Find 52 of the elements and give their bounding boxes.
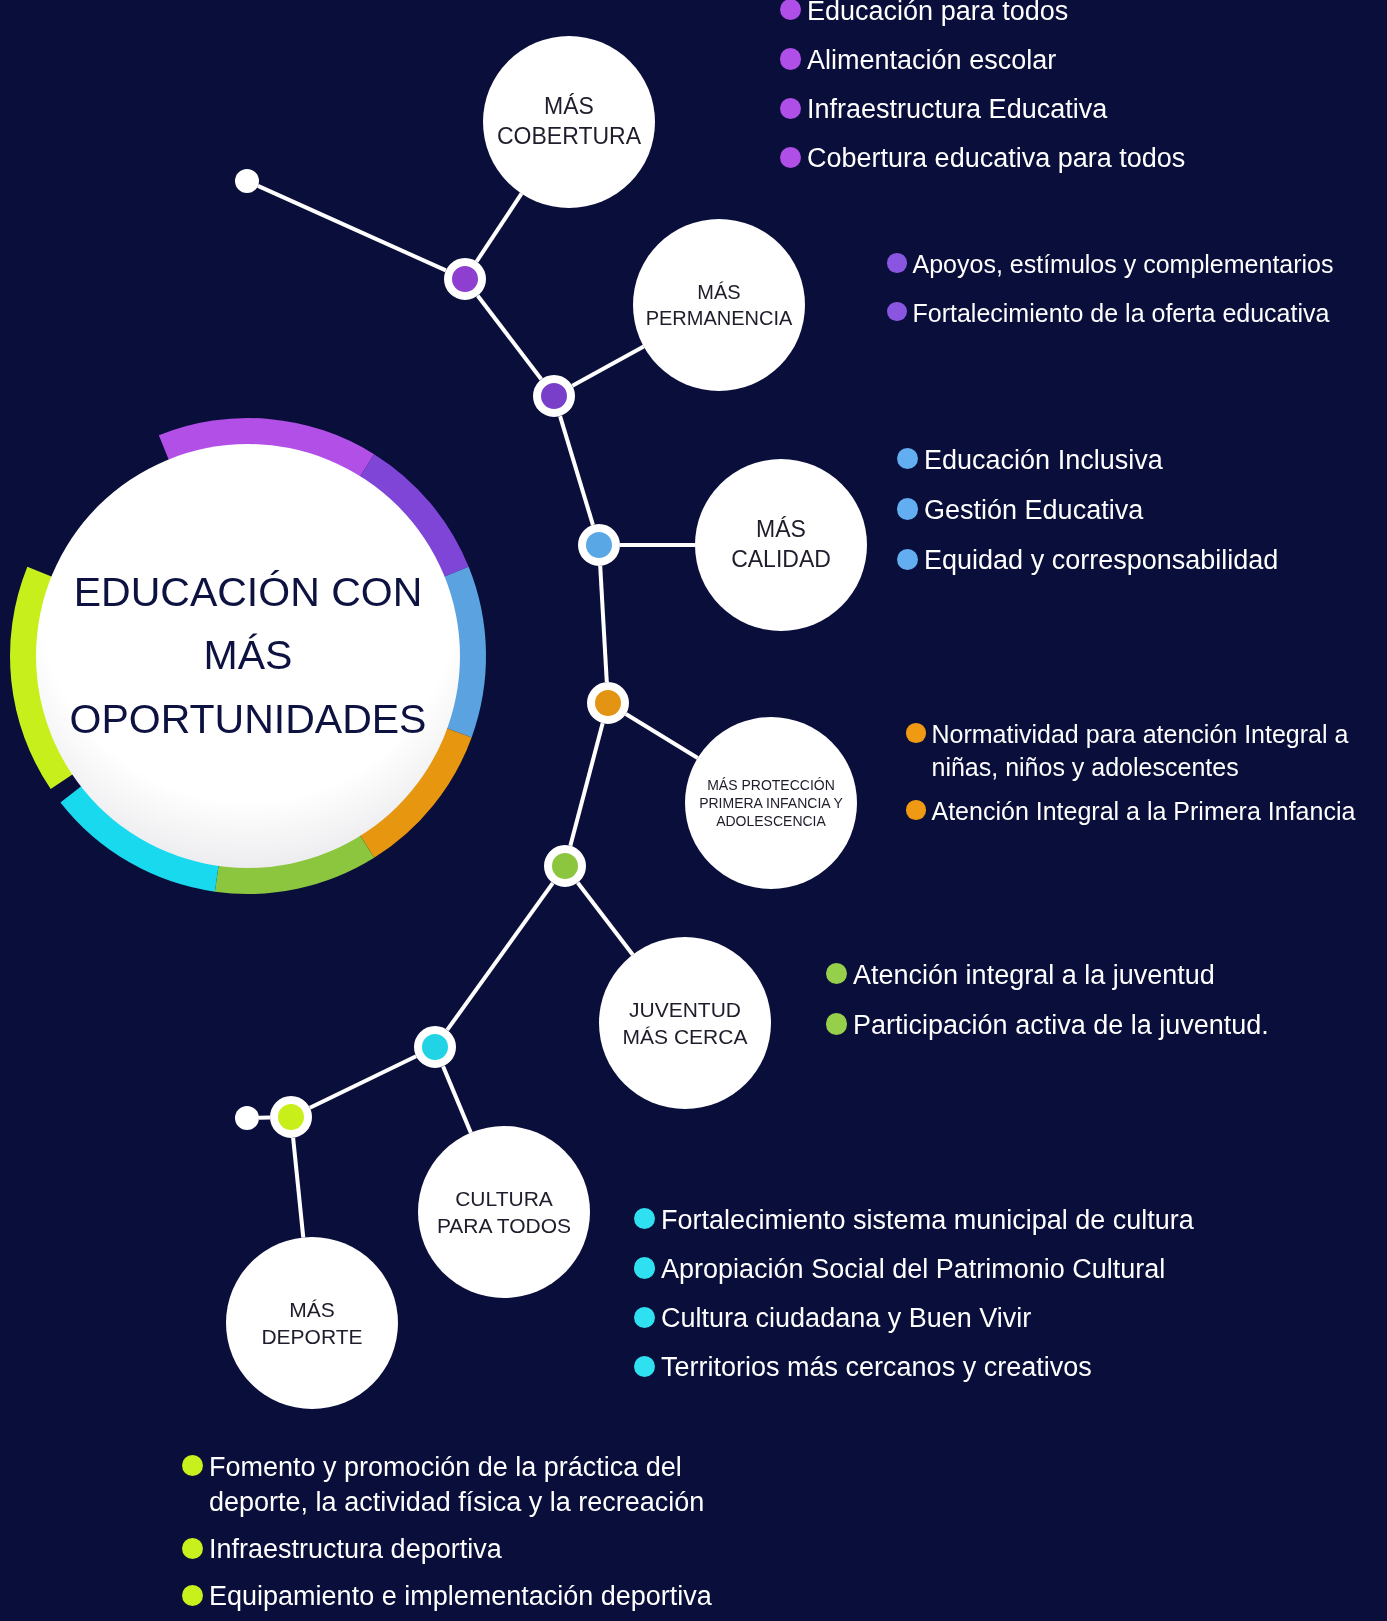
- junction-dot: [444, 258, 486, 300]
- topic-label: MÁS PROTECCIÓN PRIMERA INFANCIA Y ADOLESCENCIA: [698, 775, 844, 831]
- list-item: Fortalecimiento sistema municipal de cultura: [661, 1204, 1194, 1237]
- list-item: Territorios más cercanos y creativos: [661, 1351, 1092, 1385]
- connector-line: [291, 1137, 306, 1238]
- list-item: Atención integral a la juventud: [853, 959, 1215, 992]
- junction-dot: [414, 1026, 456, 1068]
- end-dot: [235, 1106, 259, 1130]
- connector-line: [568, 722, 605, 847]
- junction-dot: [587, 682, 629, 724]
- list-item: Educación para todos: [807, 0, 1069, 28]
- list-item: Normatividad para atención Integral a niñas, niños y adolescentes: [931, 719, 1350, 783]
- connector-line: [474, 192, 524, 263]
- list-item: Educación Inclusiva: [924, 444, 1163, 477]
- list-item: Equipamiento e implementación deportiva: [209, 1580, 712, 1614]
- connector-line: [258, 1115, 271, 1120]
- list-item: Infraestructura Educativa: [807, 93, 1108, 127]
- main-title: EDUCACIÓN CON MÁS OPORTUNIDADES: [68, 567, 428, 744]
- list-item: Infraestructura deportiva: [209, 1533, 502, 1567]
- topic-label: CULTURA PARA TODOS: [435, 1185, 573, 1239]
- connector-line: [571, 344, 645, 388]
- list-item: Atención Integral a la Primera Infancia: [931, 796, 1356, 827]
- list-item: Apropiación Social del Patrimonio Cultural: [661, 1253, 1166, 1287]
- connector-line: [576, 881, 635, 956]
- connector-line: [441, 1065, 473, 1134]
- junction-dot: [578, 524, 620, 566]
- connector-line: [598, 565, 609, 683]
- list-item: Fomento y promoción de la práctica del deporte, la actividad física y la recreación: [209, 1451, 706, 1520]
- topic-label: MÁS COBERTURA: [496, 92, 642, 151]
- end-dot: [235, 169, 259, 193]
- list-item: Apoyos, estímulos y complementarios: [912, 249, 1334, 280]
- list-item: Cobertura educativa para todos: [807, 142, 1186, 176]
- connector-line: [476, 294, 543, 381]
- connector-line: [558, 415, 595, 526]
- junction-dot: [544, 845, 586, 887]
- list-item: Fortalecimiento de la oferta educativa: [912, 297, 1330, 329]
- connector-line: [257, 184, 447, 273]
- topic-label: MÁS DEPORTE: [260, 1296, 364, 1350]
- junction-dot: [270, 1096, 312, 1138]
- list-item: Gestión Educativa: [924, 494, 1144, 528]
- connector-line: [445, 881, 555, 1032]
- connector-line: [624, 712, 699, 760]
- topic-label: MÁS PERMANENCIA: [644, 280, 794, 331]
- list-item: Participación activa de la juventud.: [853, 1009, 1269, 1043]
- connector-line: [620, 543, 695, 547]
- topic-label: JUVENTUD MÁS CERCA: [621, 996, 749, 1050]
- list-item: Cultura ciudadana y Buen Vivir: [661, 1302, 1032, 1336]
- junction-dot: [533, 375, 575, 417]
- list-item: Alimentación escolar: [807, 44, 1057, 78]
- list-item: Equidad y corresponsabilidad: [924, 544, 1279, 578]
- connector-line: [309, 1054, 417, 1110]
- topic-label: MÁS CALIDAD: [730, 515, 832, 574]
